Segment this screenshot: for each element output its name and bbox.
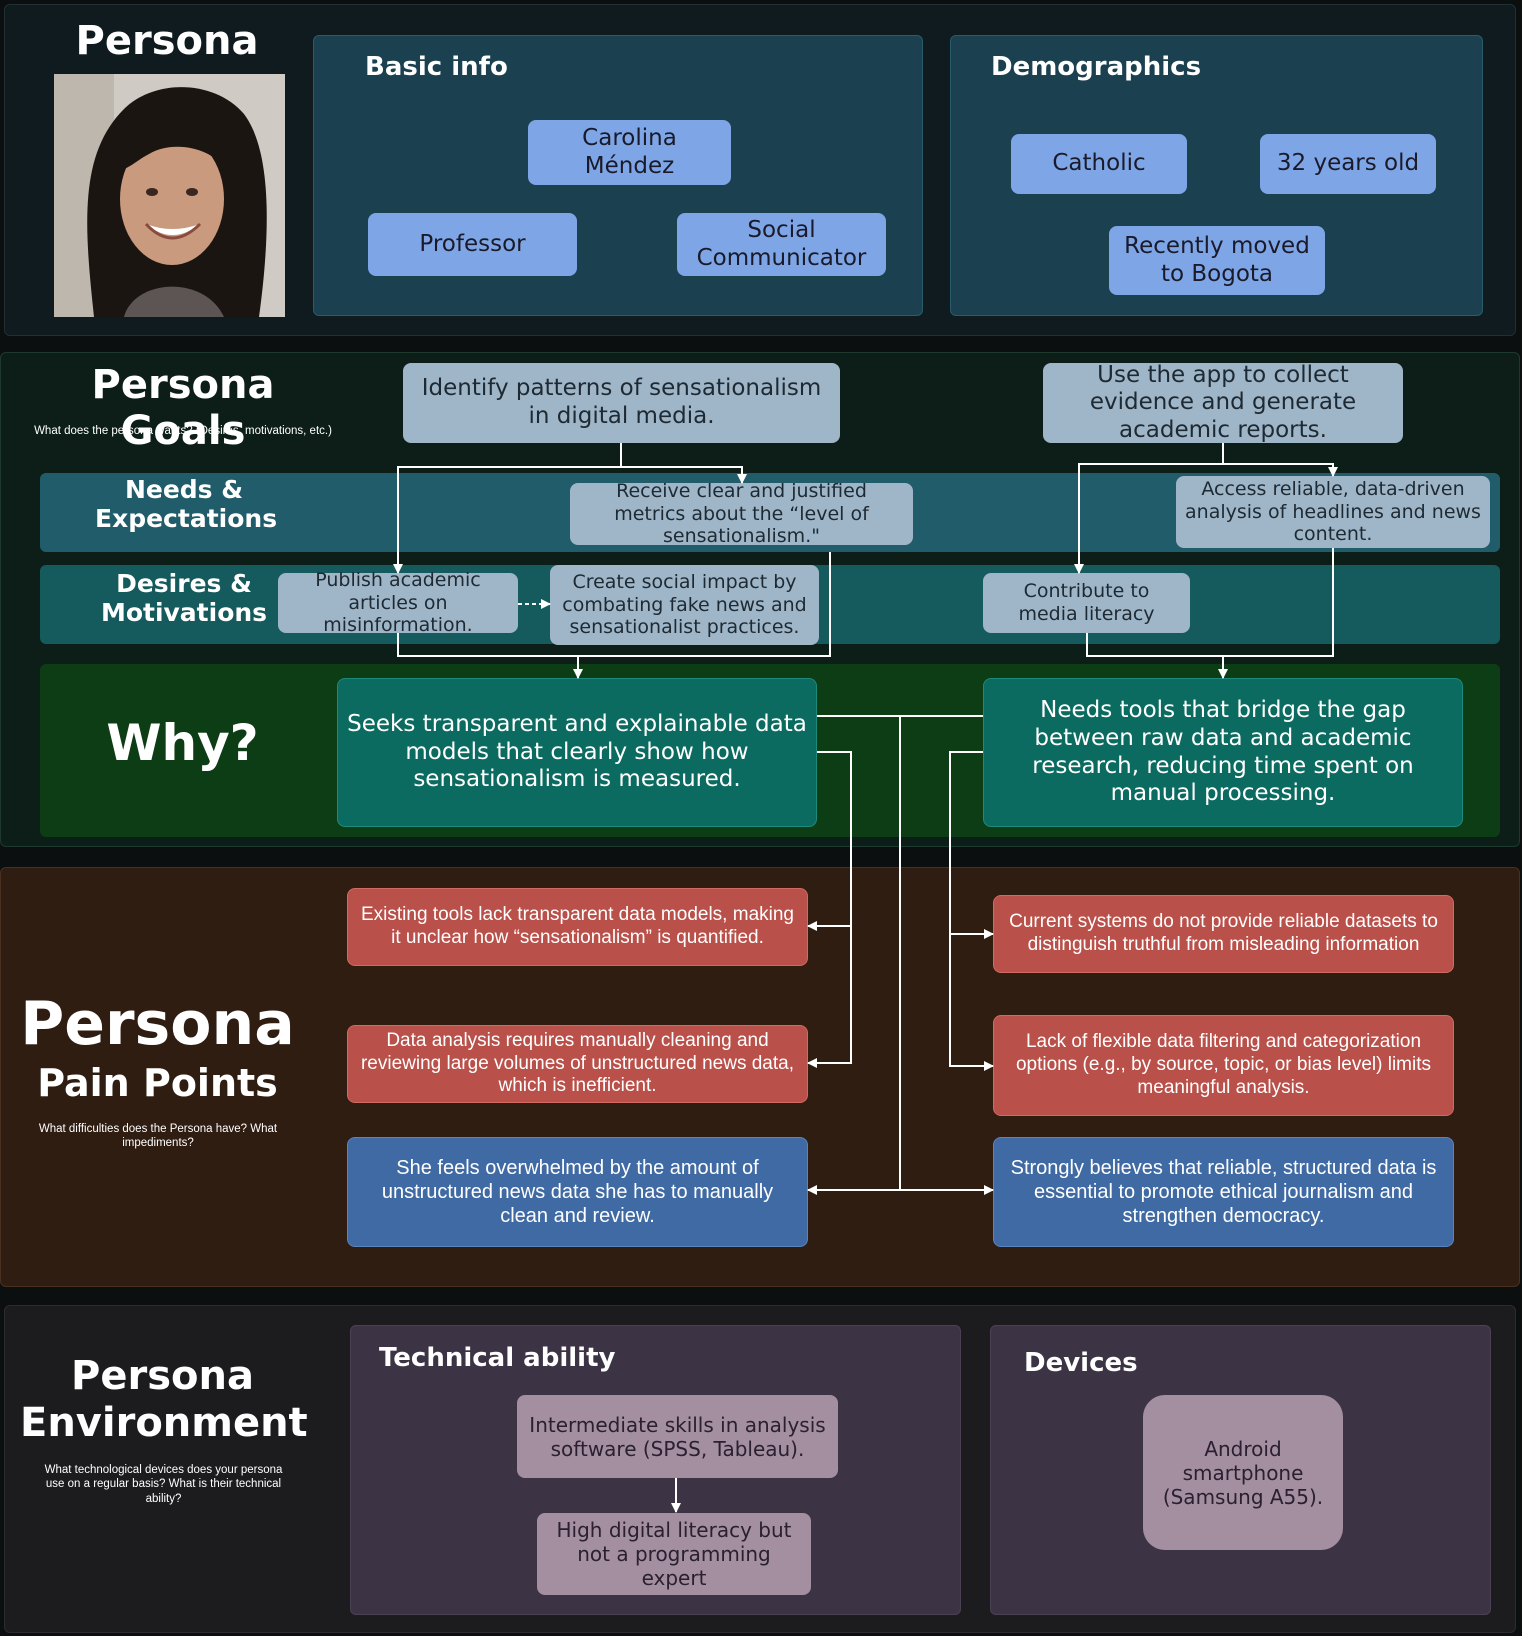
age-box: 32 years old (1260, 134, 1436, 194)
pain-filtering-limits: Lack of flexible data filtering and cate… (993, 1015, 1454, 1116)
persona-photo (54, 74, 285, 317)
feeling-overwhelmed: She feels overwhelmed by the amount of u… (347, 1137, 808, 1247)
desire-publish-articles: Publish academic articles on misinformat… (278, 569, 518, 636)
desires-label: Desires & Motivations (100, 569, 268, 627)
devices-title: Devices (1024, 1348, 1138, 1378)
goals-subtitle: What does the persona wants? (Desires, m… (34, 425, 332, 437)
goals-title: Persona Goals (91, 362, 275, 454)
portrait-image (54, 74, 285, 317)
religion-box: Catholic (1011, 134, 1187, 194)
role-communicator-box: Social Communicator (677, 213, 886, 276)
need-reliable-analysis: Access reliable, data-driven analysis of… (1176, 476, 1490, 548)
why-label: Why? (106, 714, 259, 772)
device-android-phone: Android smartphone (Samsung A55). (1143, 1395, 1343, 1550)
pain-title-2: Pain Points (37, 1061, 278, 1105)
basic-info-title: Basic info (365, 52, 508, 82)
needs-label: Needs & Expectations (95, 475, 278, 533)
why-transparent-models: Seeks transparent and explainable data m… (337, 678, 817, 827)
demographics-title: Demographics (991, 52, 1202, 82)
tech-title: Technical ability (379, 1343, 616, 1373)
pain-title-1: Persona (20, 989, 295, 1059)
persona-title: Persona (75, 18, 259, 64)
need-clear-metrics: Receive clear and justified metrics abou… (570, 480, 913, 547)
pain-manual-cleaning: Data analysis requires manually cleaning… (347, 1025, 808, 1103)
pain-lack-transparency: Existing tools lack transparent data mod… (347, 888, 808, 966)
goal-sensationalism-patterns: Identify patterns of sensationalism in d… (403, 363, 840, 443)
desire-media-literacy: Contribute to media literacy (983, 573, 1190, 633)
tech-intermediate-skills: Intermediate skills in analysis software… (517, 1395, 838, 1478)
belief-structured-data: Strongly believes that reliable, structu… (993, 1137, 1454, 1247)
goal-collect-evidence: Use the app to collect evidence and gene… (1043, 362, 1403, 443)
env-title-1: Persona (71, 1353, 254, 1399)
pain-no-reliable-datasets: Current systems do not provide reliable … (993, 895, 1454, 973)
env-title-2: Environment (20, 1400, 308, 1446)
tech-digital-literacy: High digital literacy but not a programm… (537, 1513, 811, 1595)
desire-social-impact: Create social impact by combating fake n… (550, 565, 819, 645)
pain-subtitle: What difficulties does the Persona have?… (38, 1123, 278, 1150)
why-bridge-gap: Needs tools that bridge the gap between … (983, 678, 1463, 827)
location-box: Recently moved to Bogota (1109, 226, 1325, 295)
name-box: Carolina Méndez (528, 120, 731, 185)
env-subtitle: What technological devices does your per… (44, 1464, 283, 1505)
role-professor-box: Professor (368, 213, 577, 276)
